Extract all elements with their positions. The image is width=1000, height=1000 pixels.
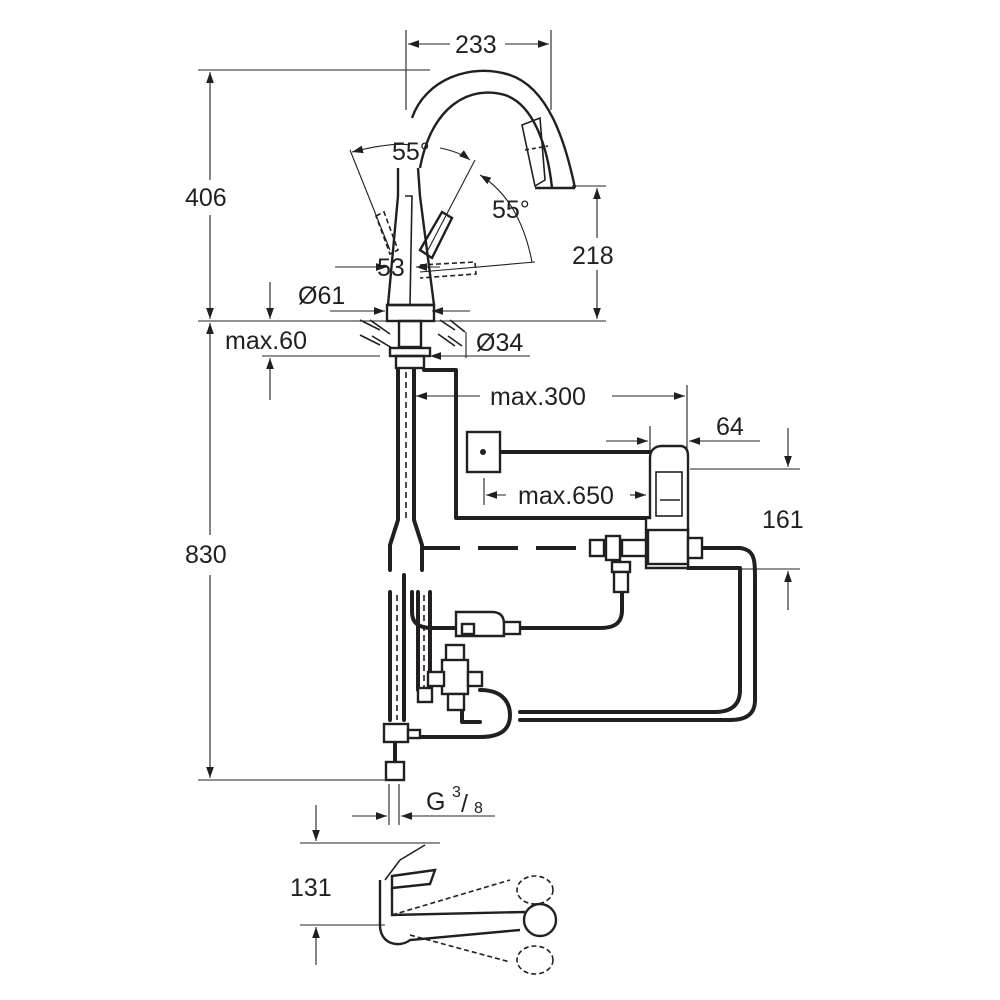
dim-lever-131: 131 bbox=[290, 874, 332, 902]
mixing-valve bbox=[444, 643, 466, 663]
hoses bbox=[388, 368, 757, 777]
t-fitting bbox=[382, 722, 410, 744]
dim-height-406: 406 bbox=[185, 184, 227, 212]
dim-thread-slash: / bbox=[461, 790, 468, 818]
dim-hose-830: 830 bbox=[185, 541, 227, 569]
dim-spout-218: 218 bbox=[572, 242, 614, 270]
dimension-lines bbox=[198, 30, 800, 965]
dim-thread-g: G bbox=[426, 788, 445, 816]
dim-hole-diameter: Ø34 bbox=[476, 329, 523, 357]
valve-1 bbox=[588, 538, 606, 558]
dim-width-233: 233 bbox=[455, 31, 497, 59]
lever-top-view bbox=[390, 868, 437, 890]
dim-max-300: max.300 bbox=[490, 383, 586, 411]
components bbox=[378, 430, 704, 975]
dim-thread-numerator: 3 bbox=[452, 784, 461, 801]
sensor-dot bbox=[480, 449, 486, 455]
faucet-body bbox=[359, 69, 577, 370]
dimension-labels: 233 406 55° 55° 218 53 Ø61 max.60 Ø34 ma… bbox=[185, 31, 804, 902]
dim-angle-left: 55° bbox=[392, 138, 430, 166]
dim-offset-53: 53 bbox=[377, 254, 405, 282]
dim-box-161: 161 bbox=[762, 506, 804, 534]
dim-max-60: max.60 bbox=[225, 327, 307, 355]
dim-angle-right: 55° bbox=[492, 196, 530, 224]
dim-max-650: max.650 bbox=[518, 482, 614, 510]
dim-thread-denominator: 8 bbox=[474, 800, 483, 817]
dim-base-diameter: Ø61 bbox=[298, 282, 345, 310]
dim-box-64: 64 bbox=[716, 413, 744, 441]
